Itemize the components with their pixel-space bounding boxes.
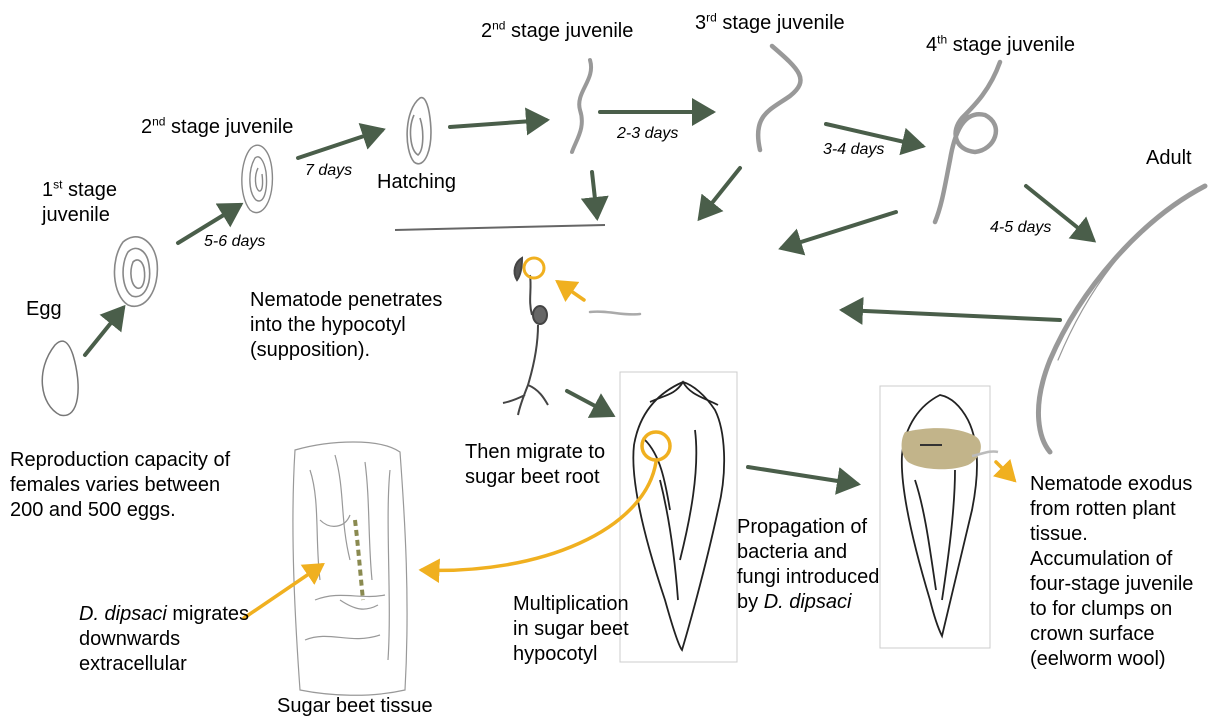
label-hatching: Hatching bbox=[377, 170, 456, 195]
label-fourth-stage-juvenile: 4th stage juvenile bbox=[926, 33, 1075, 58]
note-penetrates-line2: into the hypocotyl bbox=[250, 313, 442, 338]
note-propagation-line3: fungi introduced bbox=[737, 565, 879, 590]
note-migrates-line3: extracellular bbox=[79, 652, 249, 677]
note-penetrates-line3: (supposition). bbox=[250, 338, 442, 363]
j3-rest: stage juvenile bbox=[717, 12, 845, 34]
tissue-migration-path bbox=[355, 520, 363, 600]
label-egg: Egg bbox=[26, 297, 62, 322]
arrow-j2egg-to-hatching bbox=[298, 130, 382, 158]
second-stage-juvenile-egg-sketch bbox=[242, 145, 273, 212]
j2-ordinal: 2 bbox=[481, 20, 492, 42]
note-migrate-root-line2: sugar beet root bbox=[465, 465, 605, 490]
j1-ordinal: 1 bbox=[42, 179, 53, 201]
beet-root-panel bbox=[620, 372, 737, 662]
note-exodus-line3: tissue. bbox=[1030, 522, 1193, 547]
arrow-dipsaci-to-tissue bbox=[244, 565, 322, 618]
note-migrate-root-line1: Then migrate to bbox=[465, 440, 605, 465]
tissue-sketch bbox=[293, 442, 407, 695]
arrow-exodus bbox=[996, 462, 1014, 480]
arrow-j3-down bbox=[700, 168, 740, 218]
j2egg-rest: stage juvenile bbox=[165, 116, 293, 138]
j4-sup: th bbox=[937, 32, 947, 46]
note-exodus-line4: Accumulation of bbox=[1030, 547, 1193, 572]
arrow-j4-down bbox=[782, 212, 896, 248]
rotten-beet-panel bbox=[880, 386, 990, 648]
j2egg-ordinal: 2 bbox=[141, 116, 152, 138]
arrow-egg-to-j1 bbox=[85, 308, 123, 355]
note-propagation: Propagation of bacteria and fungi introd… bbox=[737, 515, 879, 615]
note-propagation-line4-prefix: by bbox=[737, 591, 764, 613]
label-third-stage-juvenile: 3rd stage juvenile bbox=[695, 11, 845, 36]
j3-sup: rd bbox=[706, 10, 717, 24]
soil-line bbox=[395, 225, 605, 230]
j4-rest: stage juvenile bbox=[947, 34, 1075, 56]
species-name: D. dipsaci bbox=[79, 603, 167, 625]
small-juvenile-sketch bbox=[590, 312, 640, 315]
note-penetrates-line1: Nematode penetrates bbox=[250, 288, 442, 313]
note-migrates-line2: downwards bbox=[79, 627, 249, 652]
adult-sketch bbox=[1038, 186, 1205, 452]
j1-line2: juvenile bbox=[42, 203, 117, 228]
duration-5-6-days: 5-6 days bbox=[204, 233, 265, 251]
note-migrate-root: Then migrate to sugar beet root bbox=[465, 440, 605, 490]
note-penetrates: Nematode penetrates into the hypocotyl (… bbox=[250, 288, 442, 363]
arrow-juvenile-to-hypocotyl bbox=[558, 282, 584, 300]
duration-4-5-days: 4-5 days bbox=[990, 219, 1051, 237]
label-adult: Adult bbox=[1146, 146, 1192, 171]
label-second-stage-juvenile-egg: 2nd stage juvenile bbox=[141, 115, 293, 140]
note-migrates-line1-rest: migrates bbox=[167, 603, 249, 625]
duration-7-days: 7 days bbox=[305, 162, 352, 180]
first-stage-juvenile-sketch bbox=[114, 237, 157, 306]
hatching-sketch bbox=[407, 98, 431, 164]
note-exodus-line7: crown surface bbox=[1030, 622, 1193, 647]
rotten-tissue-patch bbox=[902, 428, 981, 469]
note-exodus-line6: to for clumps on bbox=[1030, 597, 1193, 622]
j2egg-sup: nd bbox=[152, 114, 165, 128]
label-sugar-beet-tissue: Sugar beet tissue bbox=[277, 694, 433, 719]
duration-2-3-days: 2-3 days bbox=[617, 125, 678, 143]
fourth-stage-juvenile-sketch bbox=[935, 62, 1000, 222]
beet-root-sketch bbox=[633, 382, 724, 650]
duration-3-4-days: 3-4 days bbox=[823, 141, 884, 159]
j1-rest: stage bbox=[62, 179, 116, 201]
note-multiplication: Multiplication in sugar beet hypocotyl bbox=[513, 592, 629, 667]
note-multiplication-line1: Multiplication bbox=[513, 592, 629, 617]
note-reproduction-line1: Reproduction capacity of bbox=[10, 448, 230, 473]
j4-ordinal: 4 bbox=[926, 34, 937, 56]
seedling-sketch bbox=[503, 258, 548, 415]
note-reproduction-line2: females varies between bbox=[10, 473, 230, 498]
j2-sup: nd bbox=[492, 18, 505, 32]
arrow-hatching-to-j2 bbox=[450, 120, 546, 127]
label-second-stage-juvenile: 2nd stage juvenile bbox=[481, 19, 633, 44]
note-propagation-line2: bacteria and bbox=[737, 540, 879, 565]
note-migrates-downwards: D. dipsaci migrates downwards extracellu… bbox=[79, 602, 249, 677]
note-exodus: Nematode exodus from rotten plant tissue… bbox=[1030, 472, 1193, 672]
arrow-adult-back bbox=[843, 310, 1060, 320]
second-stage-juvenile-sketch bbox=[572, 60, 591, 152]
note-reproduction: Reproduction capacity of females varies … bbox=[10, 448, 230, 523]
hypocotyl-highlight-circle bbox=[524, 258, 544, 278]
note-exodus-line2: from rotten plant bbox=[1030, 497, 1193, 522]
note-propagation-line1: Propagation of bbox=[737, 515, 879, 540]
note-reproduction-line3: 200 and 500 eggs. bbox=[10, 498, 230, 523]
label-first-stage-juvenile: 1st stage juvenile bbox=[42, 178, 117, 228]
species-name-propagation: D. dipsaci bbox=[764, 591, 852, 613]
j2-rest: stage juvenile bbox=[505, 20, 633, 42]
note-exodus-line5: four-stage juvenile bbox=[1030, 572, 1193, 597]
j3-ordinal: 3 bbox=[695, 12, 706, 34]
note-multiplication-line2: in sugar beet bbox=[513, 617, 629, 642]
arrow-j2-down bbox=[592, 172, 597, 217]
arrow-to-root bbox=[567, 391, 612, 415]
arrow-root-to-rotten bbox=[748, 467, 857, 484]
note-exodus-line8: (eelworm wool) bbox=[1030, 647, 1193, 672]
note-multiplication-line3: hypocotyl bbox=[513, 642, 629, 667]
third-stage-juvenile-sketch bbox=[758, 46, 800, 150]
egg-sketch bbox=[42, 341, 78, 415]
note-exodus-line1: Nematode exodus bbox=[1030, 472, 1193, 497]
